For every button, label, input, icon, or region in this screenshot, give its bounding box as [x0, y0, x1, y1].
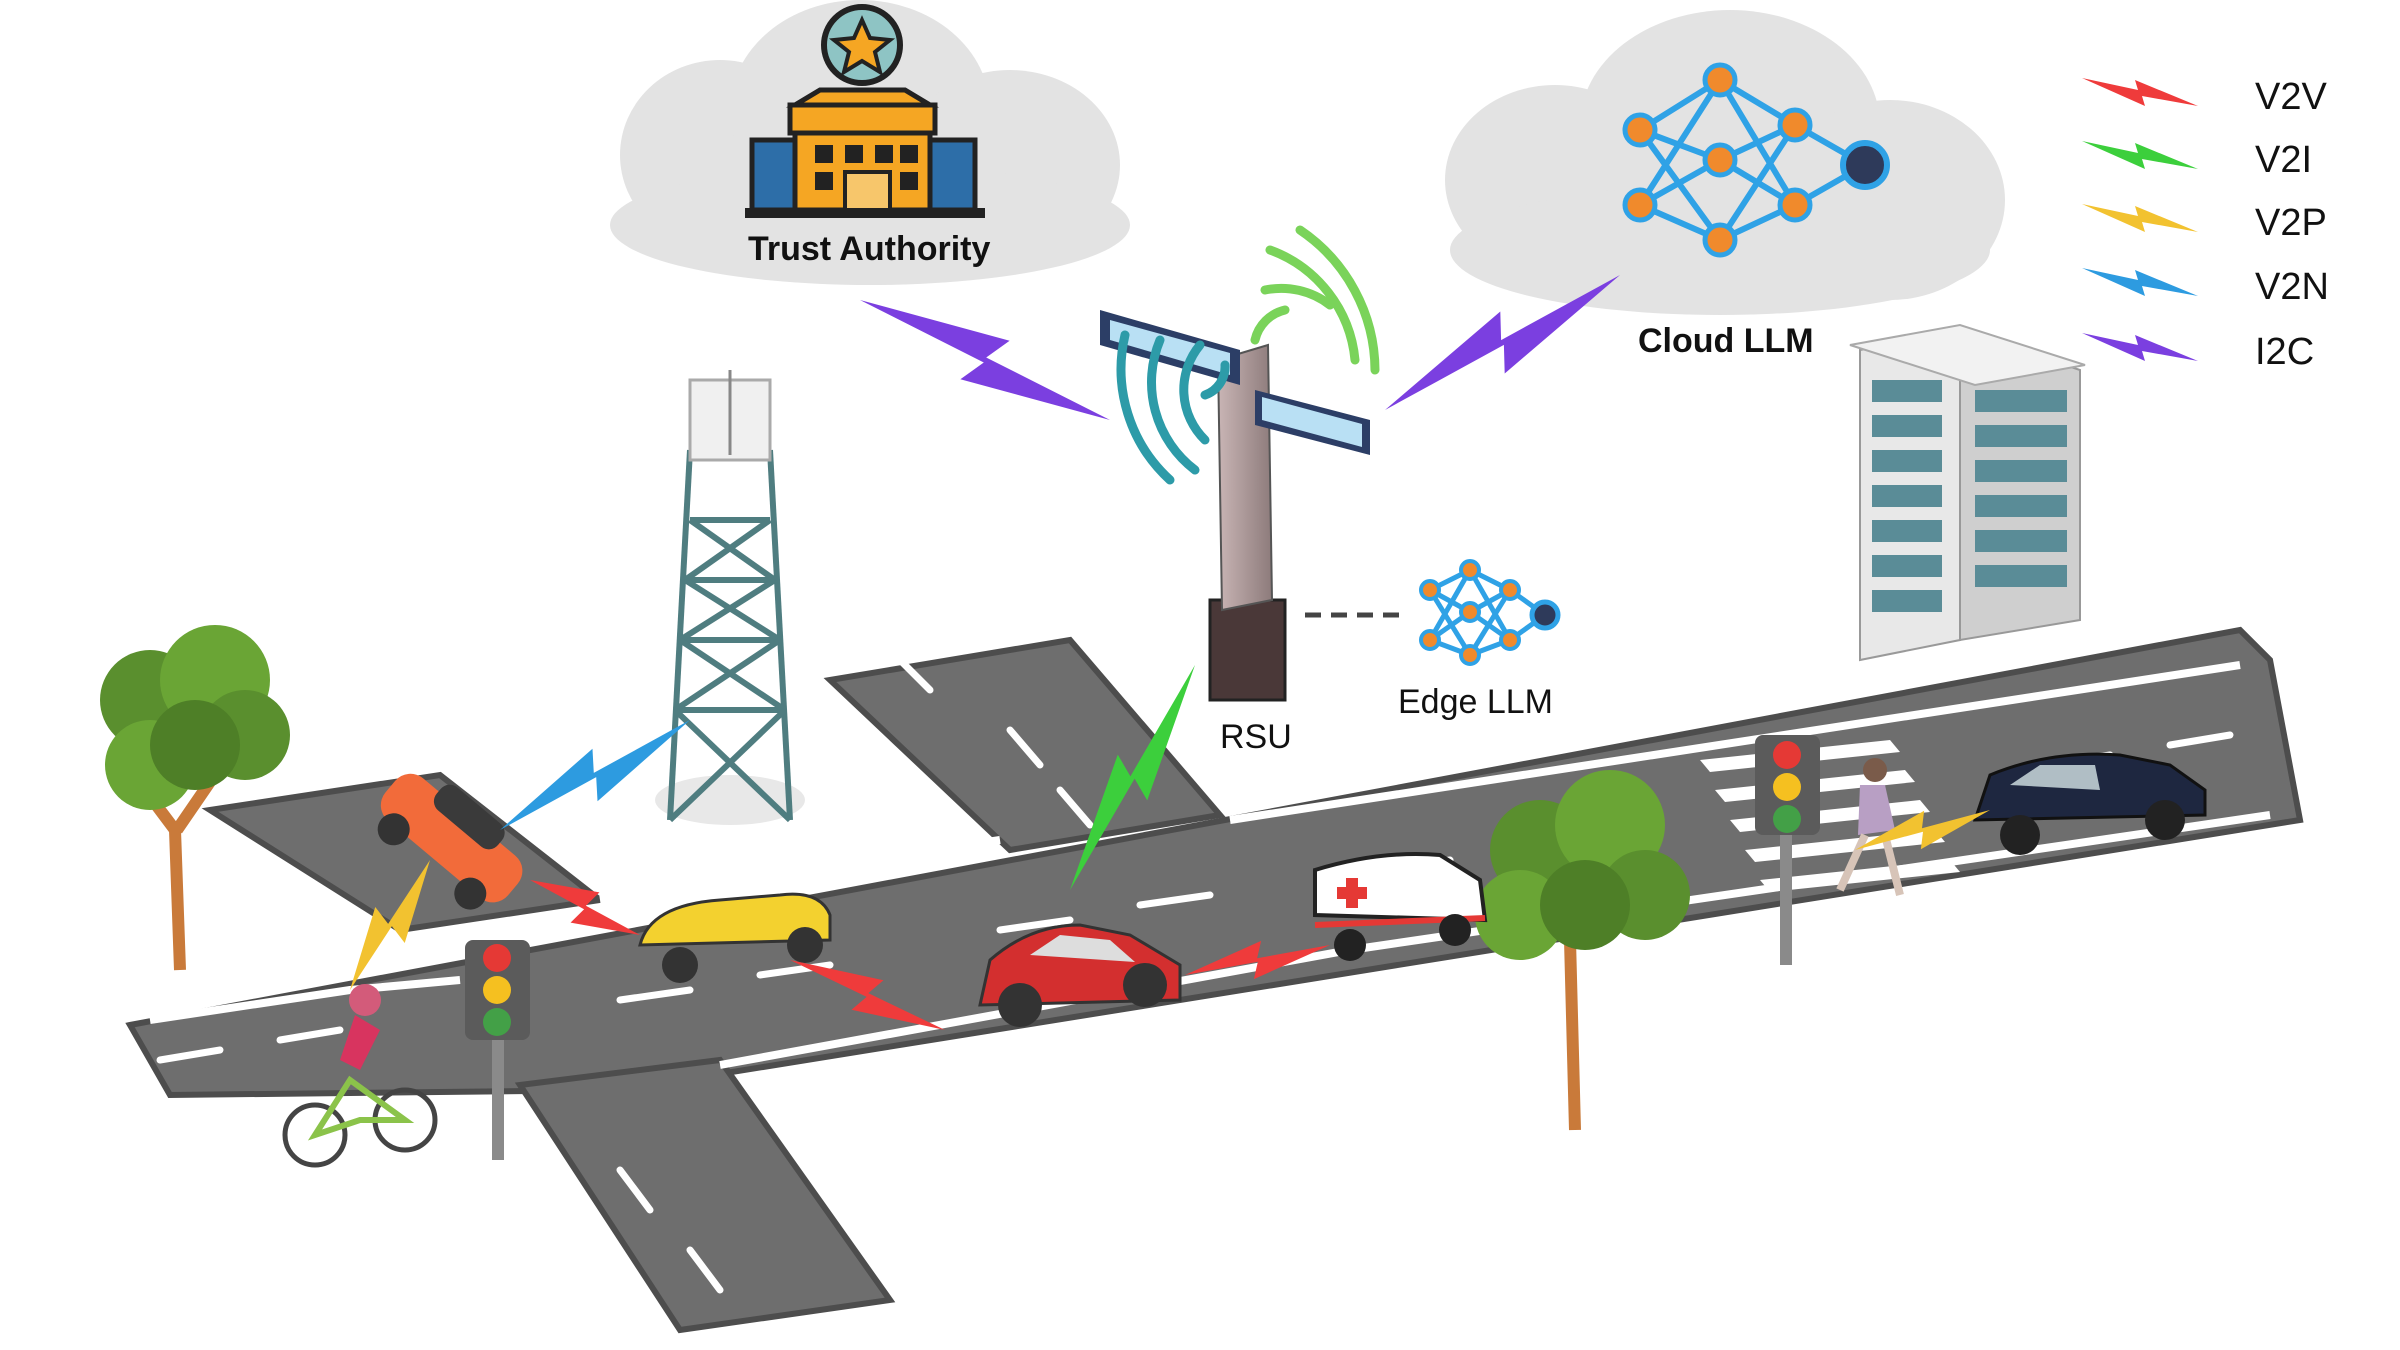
red-sedan-icon: [978, 923, 1182, 1027]
traffic-light-right-icon: [1755, 735, 1820, 965]
legend-item-i2c: I2C: [2080, 327, 2380, 377]
legend-item-v2i: V2I: [2080, 135, 2380, 185]
orange-car-icon: [377, 773, 523, 910]
office-building-icon: [1849, 323, 2086, 662]
rsu-pole-icon: [1100, 310, 1370, 702]
rsu-signal-waves: [1116, 225, 1380, 485]
legend-item-v2v: V2V: [2080, 72, 2380, 122]
v2v-bolt-icon: [2082, 78, 2198, 106]
tree-right-icon: [1475, 770, 1690, 1131]
rsu-label: RSU: [1220, 718, 1292, 756]
bottom-road: [514, 1056, 896, 1334]
v2n-link-tower-bolt: [500, 720, 690, 830]
v2n-bolt-icon: [2082, 268, 2198, 296]
i2c-link-cloud-llm-bolt: [1385, 275, 1620, 410]
v2v-link-red-ambulance-bolt: [1185, 940, 1330, 980]
i2c-link-trust-authority-bolt: [860, 300, 1110, 420]
cloud-llm-label: Cloud LLM: [1638, 322, 1814, 360]
traffic-light-left-icon: [465, 940, 530, 1160]
yellow-convertible-icon: [638, 892, 832, 983]
i2c-bolt-icon: [2082, 333, 2198, 361]
road-network: [125, 626, 2304, 1334]
v2v-link-orange-yellow-bolt: [530, 880, 640, 935]
v2p-link-pedestrian-bolt: [1855, 810, 1990, 850]
legend-label: V2N: [2255, 266, 2329, 308]
trust-authority-building-icon: [745, 4, 985, 218]
legend-label: V2P: [2255, 202, 2327, 244]
legend-item-v2p: V2P: [2080, 198, 2380, 248]
trust-authority-label: Trust Authority: [748, 230, 991, 268]
legend-label: V2I: [2255, 139, 2313, 181]
dark-blue-car-icon: [1972, 752, 2207, 855]
v2i-link-rsu-bolt: [1070, 665, 1195, 890]
legend-label: I2C: [2255, 331, 2315, 373]
pedestrian-icon: [1836, 758, 1904, 896]
v2v-link-yellow-red-bolt: [790, 960, 945, 1030]
cloud-llm-neural-network-icon: [1622, 62, 1890, 258]
cyclist-icon: [282, 984, 438, 1168]
edge-llm-neural-network-icon: [1419, 559, 1561, 666]
communication-links: [350, 275, 1990, 1030]
edge-llm-label: Edge LLM: [1398, 683, 1553, 721]
v2p-link-cyclist-bolt: [350, 860, 430, 990]
v2p-bolt-icon: [2082, 204, 2198, 232]
cell-tower-icon: [655, 370, 805, 825]
ambulance-icon: [1313, 852, 1488, 961]
legend-item-v2n: V2N: [2080, 262, 2380, 312]
v2i-bolt-icon: [2082, 141, 2198, 169]
legend-label: V2V: [2255, 76, 2327, 118]
tree-left-icon: [100, 625, 290, 971]
